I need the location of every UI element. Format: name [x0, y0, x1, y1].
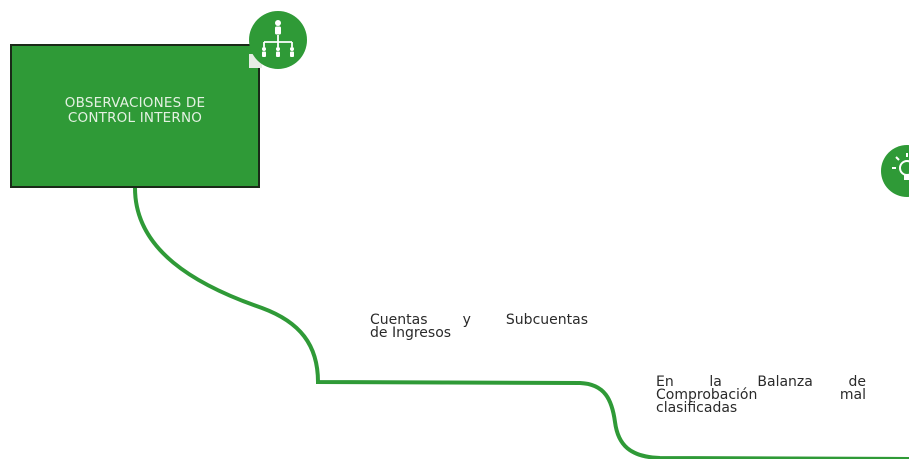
- box-title: OBSERVACIONES DE CONTROL INTERNO: [25, 96, 245, 126]
- word: la: [709, 374, 722, 390]
- word: Comprobación: [656, 387, 758, 403]
- income-accounts-line-1: Cuentas y Subcuentas: [370, 312, 588, 328]
- word: Cuentas: [370, 312, 428, 328]
- box-title-line-1: OBSERVACIONES DE: [64, 95, 206, 111]
- word: y: [462, 312, 471, 328]
- trial-balance-line-1: En la Balanza de: [656, 374, 866, 390]
- word: de: [848, 374, 866, 390]
- trial-balance-text: En la Balanza de Comprobación mal clasif…: [656, 374, 866, 416]
- org-chart-icon: [249, 11, 307, 69]
- lightbulb-icon: [881, 145, 909, 197]
- trial-balance-line-3: clasificadas: [656, 400, 738, 416]
- word: En: [656, 374, 674, 390]
- word: Subcuentas: [505, 312, 588, 328]
- income-accounts-line-2: de Ingresos: [370, 325, 452, 341]
- control-observations-box: OBSERVACIONES DE CONTROL INTERNO: [10, 44, 260, 188]
- income-accounts-text: Cuentas y Subcuentas de Ingresos: [370, 312, 588, 341]
- word: mal: [839, 387, 866, 403]
- word: Balanza: [757, 374, 813, 390]
- trial-balance-line-2: Comprobación mal: [656, 387, 866, 403]
- box-title-line-2: CONTROL INTERNO: [67, 110, 203, 126]
